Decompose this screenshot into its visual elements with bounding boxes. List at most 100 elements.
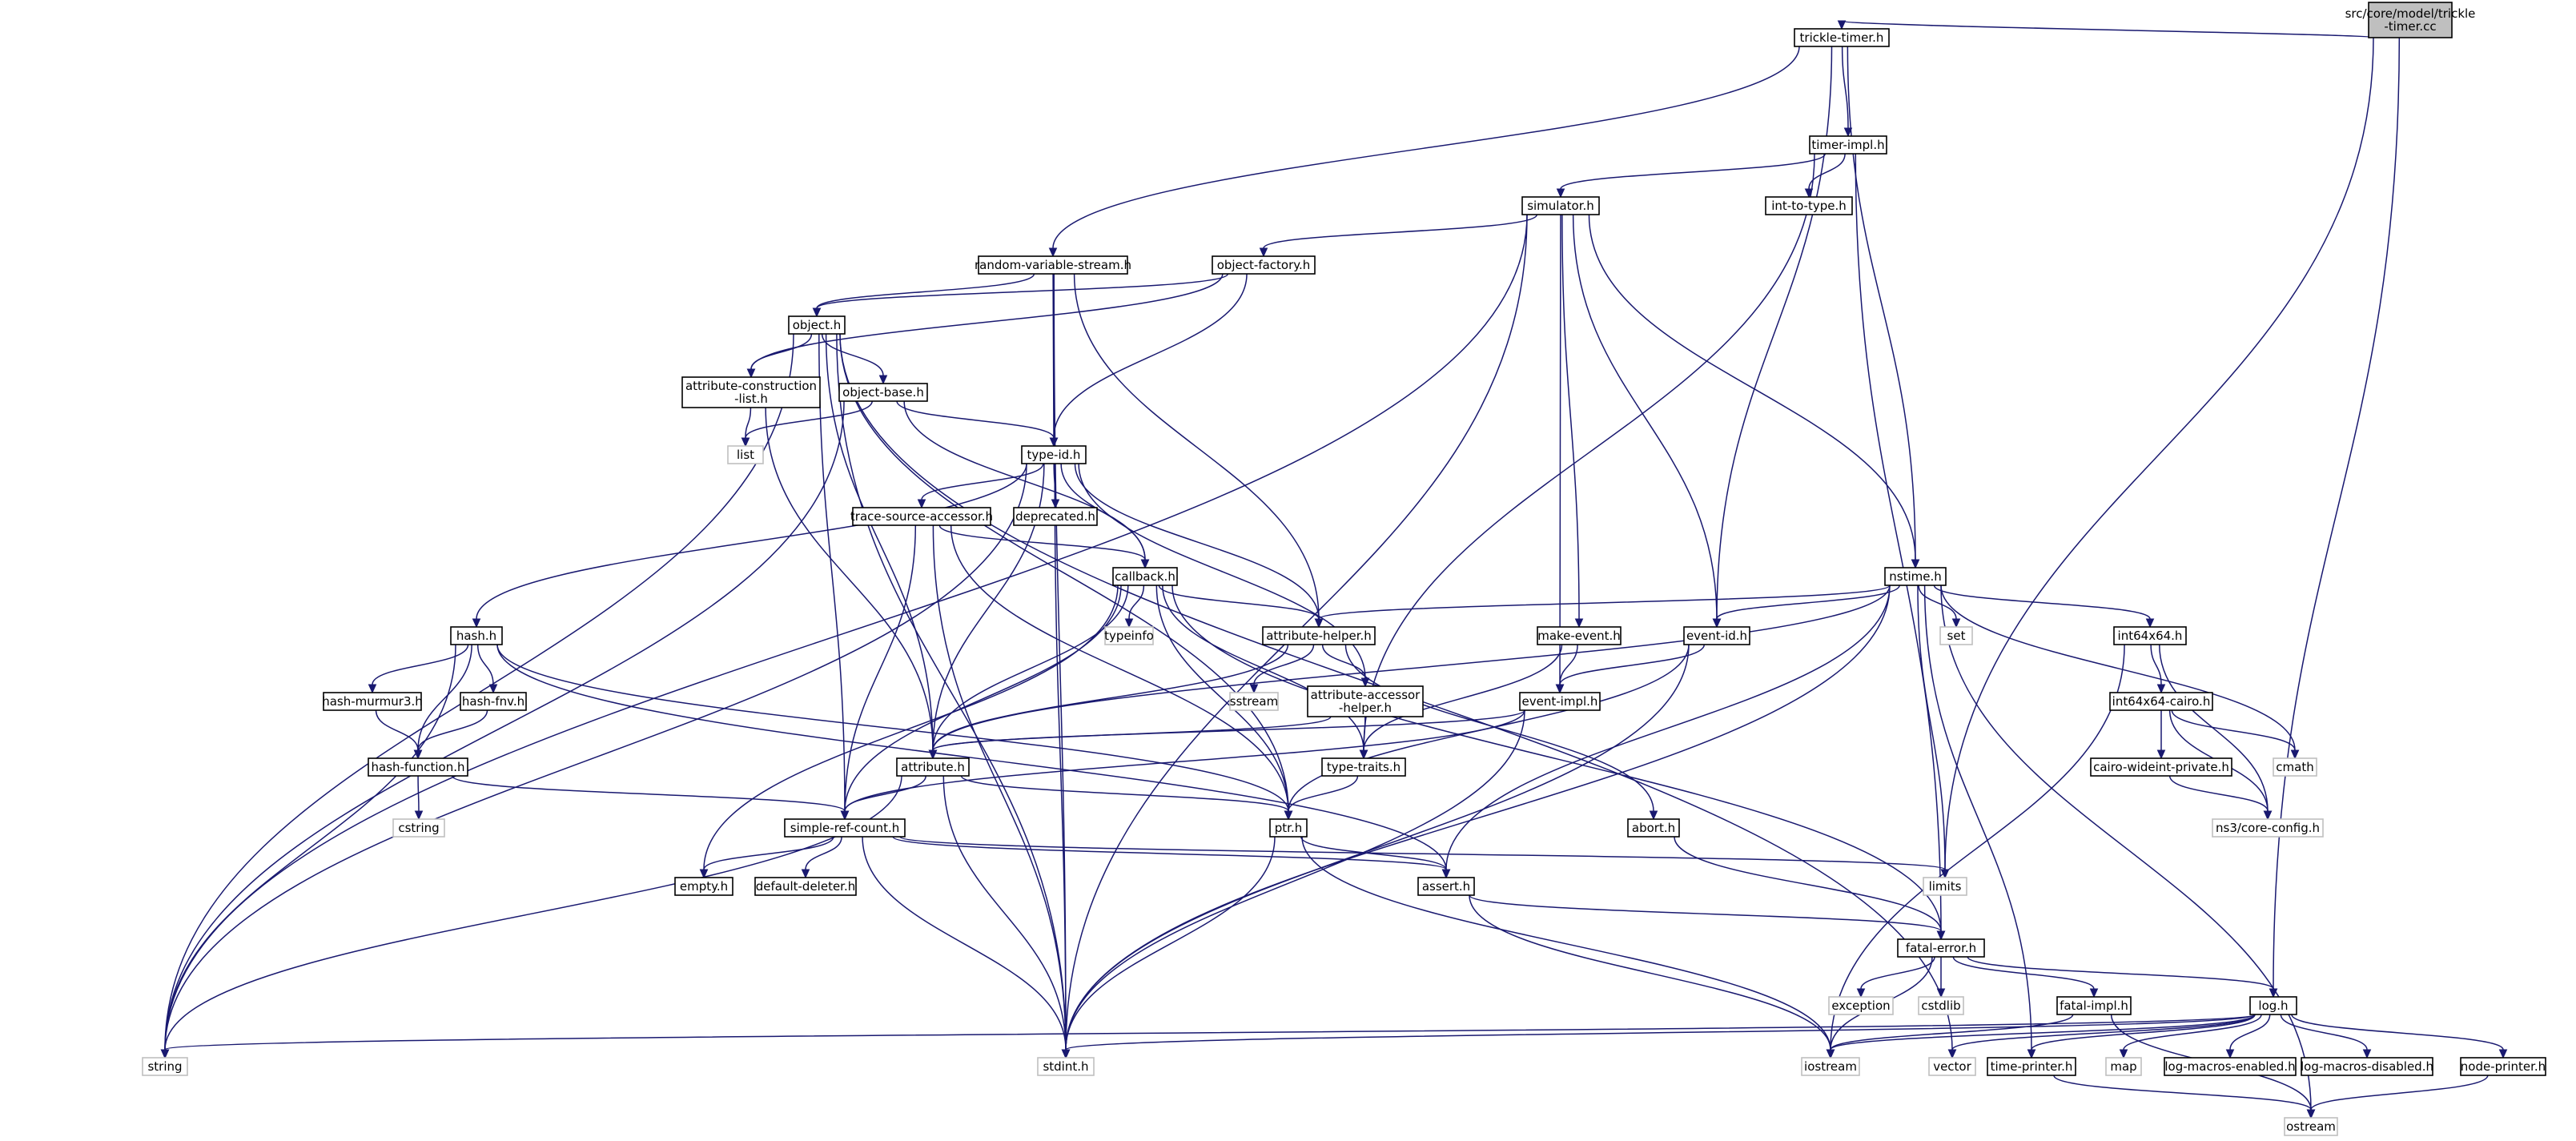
edge-hash_h-to-hash_function_h <box>417 644 472 751</box>
node-event-id-h[interactable]: event-id.h <box>1683 626 1750 645</box>
edge-callback_h-to-attribute_h <box>932 585 1129 751</box>
edge-nstime_h-to-assert_h <box>1445 585 1891 870</box>
node-fatal-error-h[interactable]: fatal-error.h <box>1897 938 1985 958</box>
node-hash-function-h[interactable]: hash-function.h <box>368 757 468 777</box>
node-type-traits-h[interactable]: type-traits.h <box>1321 757 1406 777</box>
node-label: cstdlib <box>1921 998 1960 1013</box>
node-log-macros-enabled-h[interactable]: log-macros-enabled.h <box>2164 1057 2297 1076</box>
edge-nstime_h-to-attribute_h <box>932 585 1891 751</box>
edge-hash_h-to-ptr_h <box>496 644 1289 812</box>
node-cstring: cstring <box>392 818 445 838</box>
edge-attribute_helper_h-to-abort_h <box>1344 644 1654 812</box>
edge-nstime_h-to-ostream <box>1940 585 2312 1111</box>
edge-fatal_impl_h-to-iostream <box>1830 1014 2074 1051</box>
node-box <box>1037 1057 1095 1076</box>
node-abort-h[interactable]: abort.h <box>1627 818 1680 838</box>
node-ptr-h[interactable]: ptr.h <box>1269 818 1308 838</box>
node-object-base-h[interactable]: object-base.h <box>838 383 928 402</box>
node-cairo-wideint-private-h[interactable]: cairo-wideint-private.h <box>2090 757 2232 777</box>
node-default-deleter-h[interactable]: default-deleter.h <box>754 877 857 896</box>
node-label: int64x64-cairo.h <box>2112 694 2211 709</box>
node-box <box>1923 877 1967 896</box>
edge-type_traits_h-to-ptr_h <box>1288 775 1359 812</box>
node-label: hash-function.h <box>372 760 465 774</box>
node-box <box>1537 626 1622 645</box>
edge-attribute_construction_list_h-to-attribute_h <box>765 407 934 751</box>
node-timer-impl-h[interactable]: timer-impl.h <box>1809 135 1887 155</box>
node-box <box>1897 938 1985 958</box>
node-object-h[interactable]: object.h <box>788 315 846 335</box>
arrowhead-event_id_h-to-ptr_h <box>1284 810 1293 821</box>
node-attribute-helper-h[interactable]: attribute-helper.h <box>1262 626 1376 645</box>
node-label: nstime.h <box>1889 569 1942 584</box>
node-label: limits <box>1929 879 1962 894</box>
edge-timer_impl_h-to-type_traits_h <box>1363 153 1815 751</box>
node-random-variable-stream-h[interactable]: random-variable-stream.h <box>975 255 1131 275</box>
node-empty-h[interactable]: empty.h <box>674 877 733 896</box>
node-assert-h[interactable]: assert.h <box>1417 877 1475 896</box>
arrowhead-hash_h-to-hash_murmur3_h <box>368 684 377 694</box>
edge-simple_ref_count_h-to-stdint_h <box>862 836 1067 1051</box>
node-vector: vector <box>1928 1057 1976 1076</box>
edge-event_impl_h-to-stdint_h <box>1065 709 1525 1051</box>
arrowhead-nstime_h-to-event_id_h <box>1712 618 1722 629</box>
edge-root-to-log_h <box>2273 37 2401 990</box>
node-trace-source-accessor-h[interactable]: trace-source-accessor.h <box>850 507 993 526</box>
node-label: string <box>147 1059 182 1074</box>
node-fatal-impl-h[interactable]: fatal-impl.h <box>2056 996 2132 1015</box>
node-label: exception <box>1831 998 1890 1013</box>
node-nstime-h[interactable]: nstime.h <box>1884 567 1947 586</box>
node-deprecated-h[interactable]: deprecated.h <box>1013 507 1098 526</box>
node-int-to-type-h[interactable]: int-to-type.h <box>1765 196 1853 215</box>
node-trickle-timer-h[interactable]: trickle-timer.h <box>1794 28 1890 47</box>
arrowhead-event_impl_h-to-simple_ref_count_h <box>840 810 850 821</box>
arrowhead-nstime_h-to-int64x64_h <box>2145 618 2155 629</box>
arrowhead-log_h-to-log_macros_enabled_h <box>2225 1049 2235 1059</box>
node-make-event-h[interactable]: make-event.h <box>1537 626 1622 645</box>
node-object-factory-h[interactable]: object-factory.h <box>1212 255 1316 275</box>
node-type-id-h[interactable]: type-id.h <box>1021 445 1087 464</box>
node-int64x64-h[interactable]: int64x64.h <box>2113 626 2187 645</box>
node-label: cmath <box>2276 760 2313 774</box>
edge-trace_source_accessor_h-to-ptr_h <box>950 524 1289 812</box>
node-box <box>978 255 1128 275</box>
edge-simple_ref_count_h-to-limits <box>899 836 1946 870</box>
node-attribute-accessor-helper-h[interactable]: attribute-accessor-helper.h <box>1307 685 1424 717</box>
node-label: log-macros-enabled.h <box>2164 1059 2295 1074</box>
node-hash-murmur3-h[interactable]: hash-murmur3.h <box>322 692 423 711</box>
node-time-printer-h[interactable]: time-printer.h <box>1987 1057 2076 1076</box>
node-node-printer-h[interactable]: node-printer.h <box>2460 1057 2546 1076</box>
node-log-h[interactable]: log.h <box>2249 996 2297 1015</box>
edge-timer_impl_h-to-int_to_type_h <box>1808 153 1846 190</box>
node-box <box>392 818 445 838</box>
edge-timer_impl_h-to-simulator_h <box>1560 153 1827 190</box>
edge-object_h-to-simple_ref_count_h <box>818 333 846 812</box>
node-label: hash-fnv.h <box>462 694 524 709</box>
edge-callback_h-to-empty_h <box>703 585 1119 870</box>
node-label: make-event.h <box>1537 629 1621 643</box>
node-label: type-traits.h <box>1327 760 1401 774</box>
arrowhead-nstime_h-to-assert_h <box>1441 869 1451 879</box>
node-event-impl-h[interactable]: event-impl.h <box>1519 692 1601 711</box>
edge-nstime_h-to-set <box>1918 585 1957 620</box>
edge-ptr_h-to-assert_h <box>1300 836 1447 870</box>
arrowhead-trickle_timer_h-to-random_variable_stream_h <box>1048 247 1058 258</box>
node-hash-h[interactable]: hash.h <box>450 626 503 645</box>
node-attribute-construction-list-h[interactable]: attribute-construction-list.h <box>681 376 821 408</box>
node-attribute-h[interactable]: attribute.h <box>896 757 970 777</box>
edge-log_h-to-time_printer_h <box>2031 1014 2256 1051</box>
node-log-macros-disabled-h[interactable]: log-macros-disabled.h <box>2301 1057 2433 1076</box>
arrowhead-log_h-to-time_printer_h <box>2027 1049 2036 1059</box>
edge-log_h-to-vector <box>1951 1014 2256 1051</box>
node-label: src/core/model/trickle <box>2345 6 2476 21</box>
node-box <box>852 507 991 526</box>
node-simulator-h[interactable]: simulator.h <box>1521 196 1600 215</box>
edge-fatal_error_h-to-log_h <box>1967 956 2274 990</box>
node-callback-h[interactable]: callback.h <box>1112 567 1178 586</box>
node-hash-fnv-h[interactable]: hash-fnv.h <box>460 692 527 711</box>
node-label: attribute.h <box>901 760 965 774</box>
node-simple-ref-count-h[interactable]: simple-ref-count.h <box>784 818 906 838</box>
node-string: string <box>142 1057 188 1076</box>
node-int64x64-cairo-h[interactable]: int64x64-cairo.h <box>2109 692 2213 711</box>
node-box <box>838 383 928 402</box>
